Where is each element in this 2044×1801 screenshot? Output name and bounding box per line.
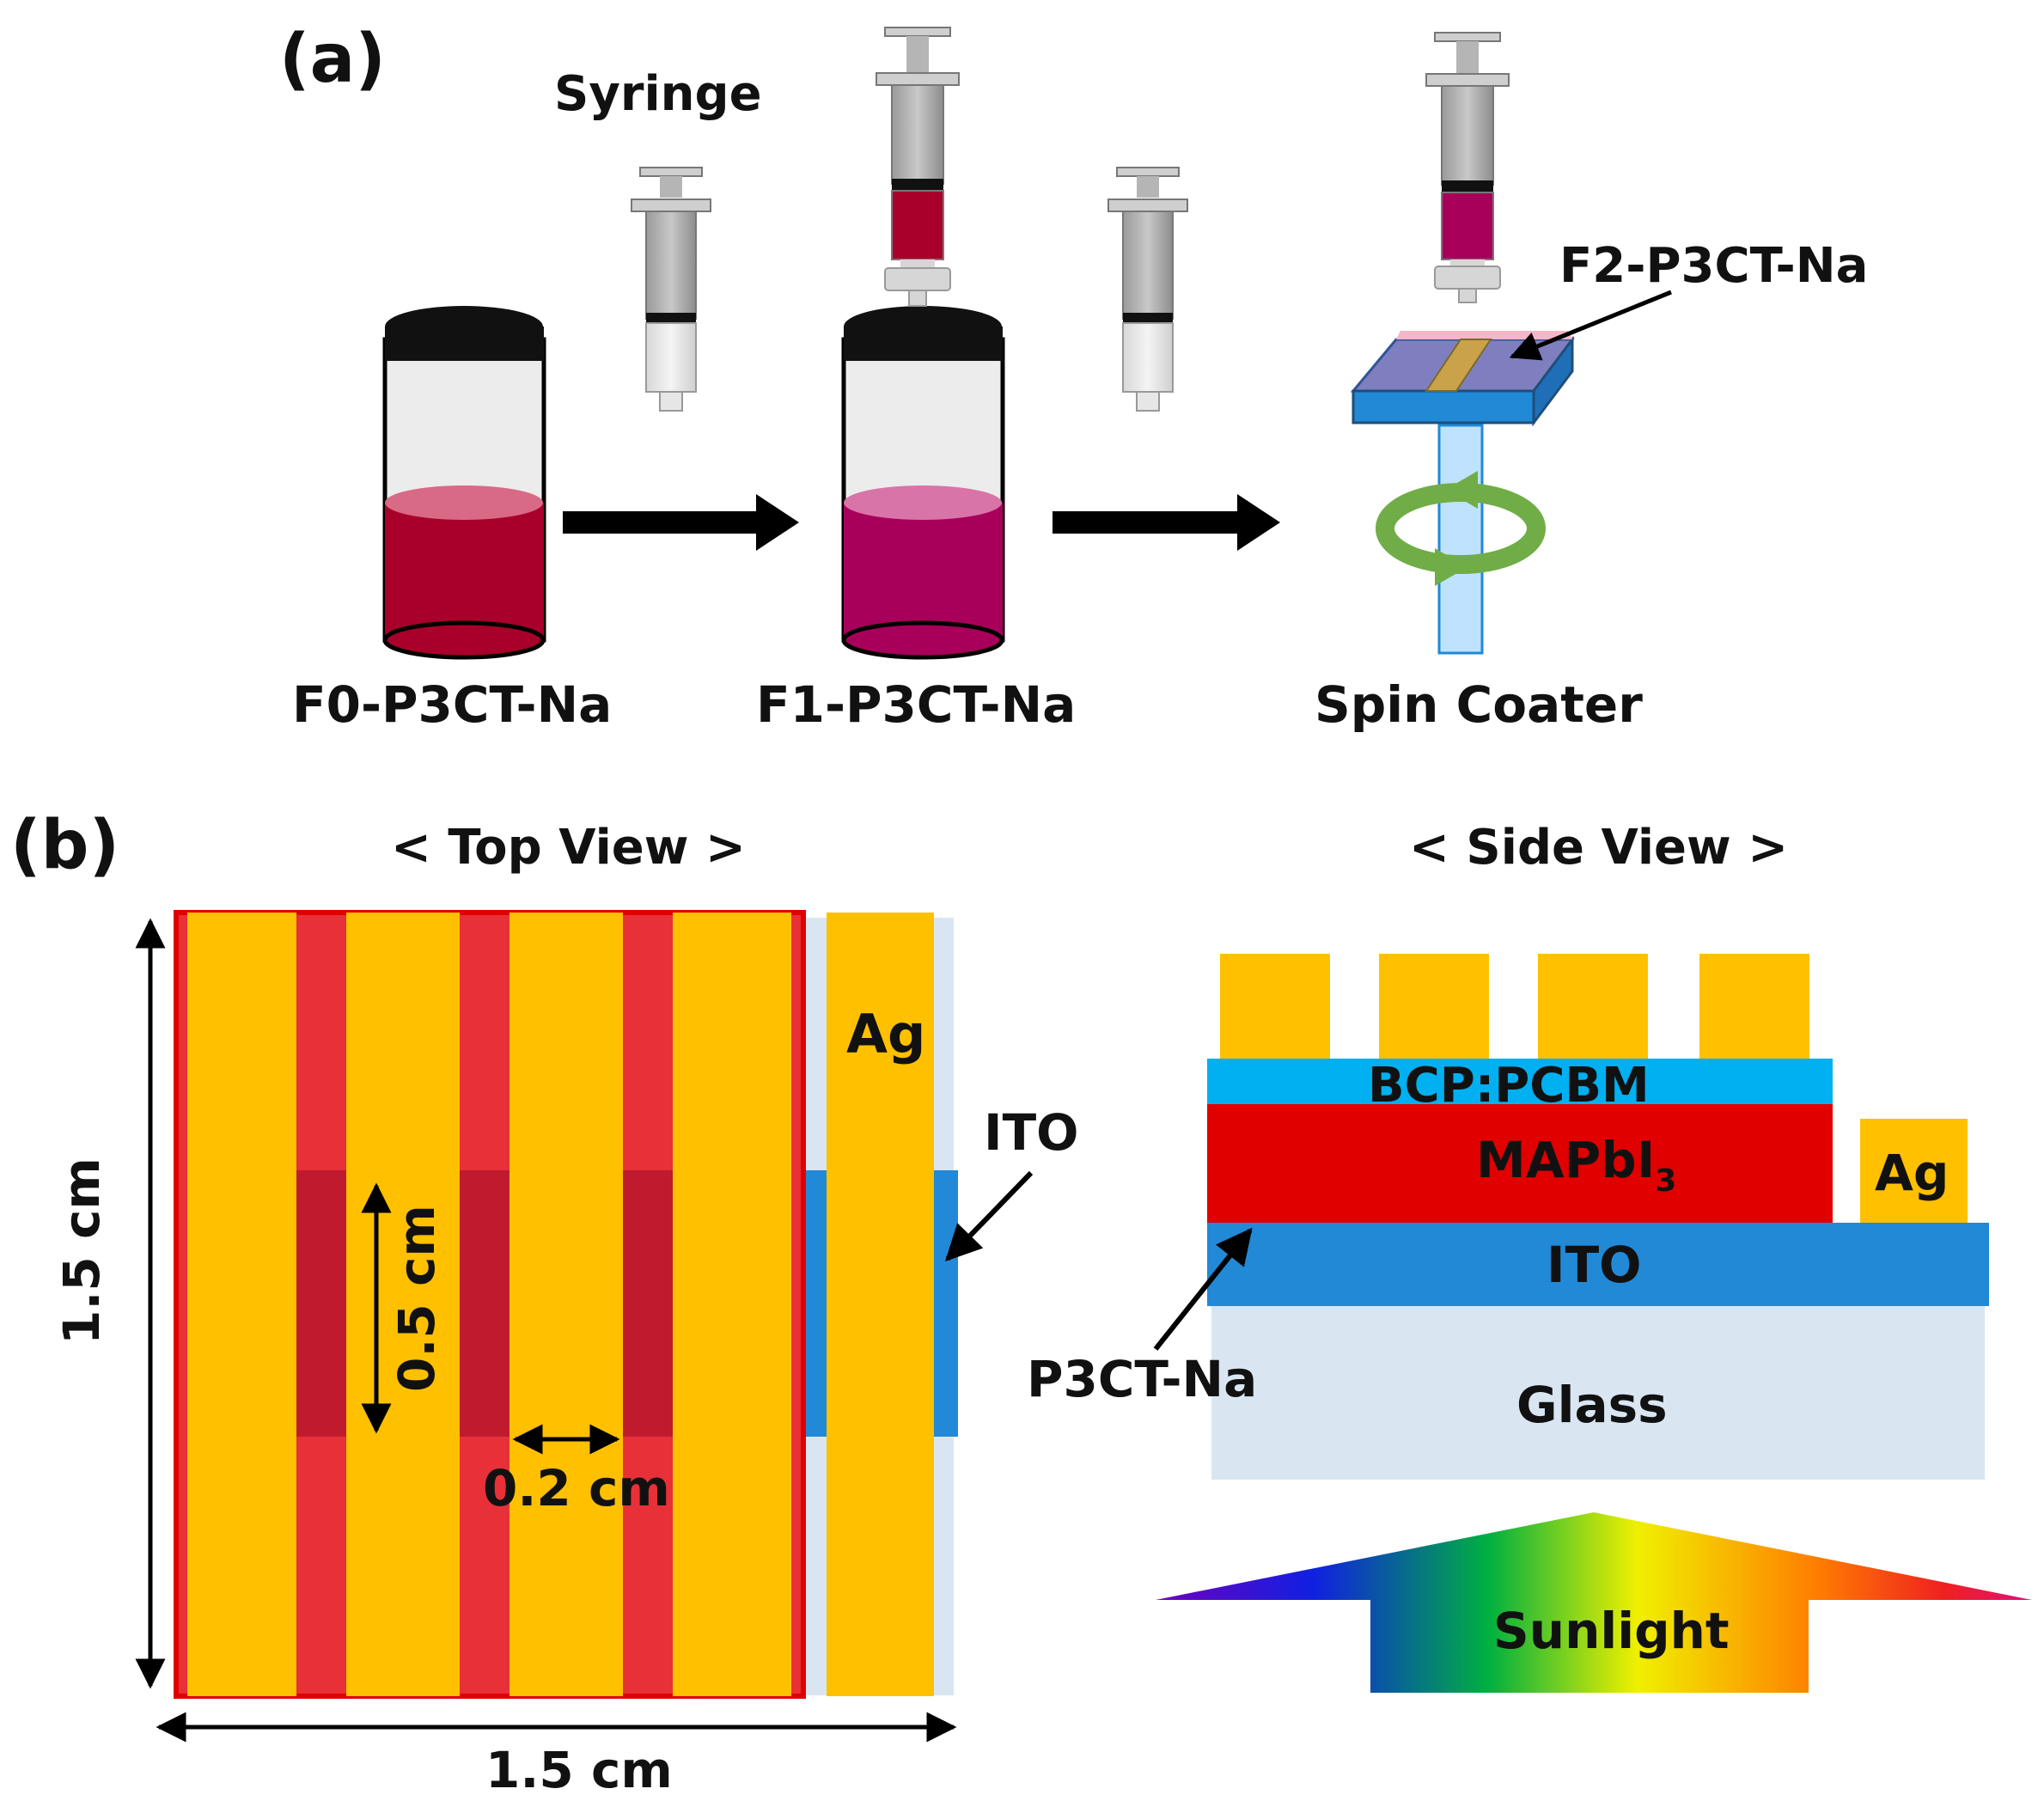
ag-electrode-contact [827,913,934,1696]
process-arrow-1-head [756,494,799,551]
ag-electrode-side-3 [1538,954,1648,1059]
panel-a: (a) Syringe F0-P3CT-Na [279,21,1868,734]
ag-contact-side [1860,1119,1968,1223]
ag-label-top: Ag [846,1003,925,1065]
vial-f1 [841,306,1005,660]
ito-label-top: ITO [984,1103,1078,1162]
syringe-2-with-filter [876,27,960,307]
sunlight-arrow [1156,1512,2032,1693]
panel-a-label: (a) [279,21,386,98]
vial-f0 [382,306,546,660]
vial-f0-solution [385,503,544,640]
film-pointer-arrow [1509,290,1672,361]
vial-f1-solution [844,503,1003,640]
top-view-title: < Top View > [391,820,746,876]
ag-electrode-side-1 [1220,954,1330,1059]
syringe-1 [631,167,711,412]
syringe-4-with-filter [1425,32,1510,303]
perovskite-layer [1207,1104,1833,1223]
ag-electrode-side-4 [1699,954,1809,1059]
ito-pointer-arrow [945,1170,1034,1262]
ag-electrode-side-2 [1379,954,1489,1059]
ag-label-side: Ag [1875,1144,1949,1202]
ag-electrode-4 [673,913,791,1696]
ag-electrode-3 [509,913,623,1696]
glass-label: Glass [1516,1376,1668,1434]
bcp-pcbm-layer [1207,1059,1833,1104]
sunlight-label: Sunlight [1493,1602,1730,1660]
width-label: 1.5 cm [485,1741,673,1799]
side-view: Glass ITO MAPbI3 BCP:PCBM Ag P3CT-Na Sun… [1027,954,2032,1693]
panel-b: (b) < Top View > < Side View > Ag ITO 1.… [10,807,2032,1799]
process-arrow-2-head [1237,494,1280,551]
panel-b-label: (b) [10,807,119,884]
vial-f0-label: F0-P3CT-Na [292,675,612,734]
p3ct-pointer-arrow [1153,1227,1253,1351]
glass-layer [1211,1306,1985,1480]
cell-width-label: 0.2 cm [483,1459,670,1517]
spin-coater [1350,331,1575,655]
height-label: 1.5 cm [52,1157,111,1345]
ito-layer [1207,1223,1989,1306]
mapbi-label: MAPbI3 [1476,1131,1676,1199]
ito-label-side: ITO [1547,1236,1641,1294]
film-label: F2-P3CT-Na [1559,238,1868,294]
spin-coater-label: Spin Coater [1315,675,1643,734]
cell-length-label: 0.5 cm [387,1205,446,1392]
top-view: Ag ITO 1.5 cm 1.5 cm 0.5 cm 0.2 cm [52,910,1078,1799]
p3ct-label: P3CT-Na [1027,1350,1257,1408]
active-area-1 [296,1170,346,1437]
bcp-pcbm-label: BCP:PCBM [1368,1058,1650,1114]
vial-f1-label: F1-P3CT-Na [756,675,1076,734]
active-area-3 [623,1170,673,1437]
active-area-2 [460,1170,509,1437]
ag-electrode-1 [187,913,296,1696]
syringe-3 [1107,167,1188,412]
syringe-label: Syringe [554,66,762,122]
side-view-title: < Side View > [1409,820,1788,876]
